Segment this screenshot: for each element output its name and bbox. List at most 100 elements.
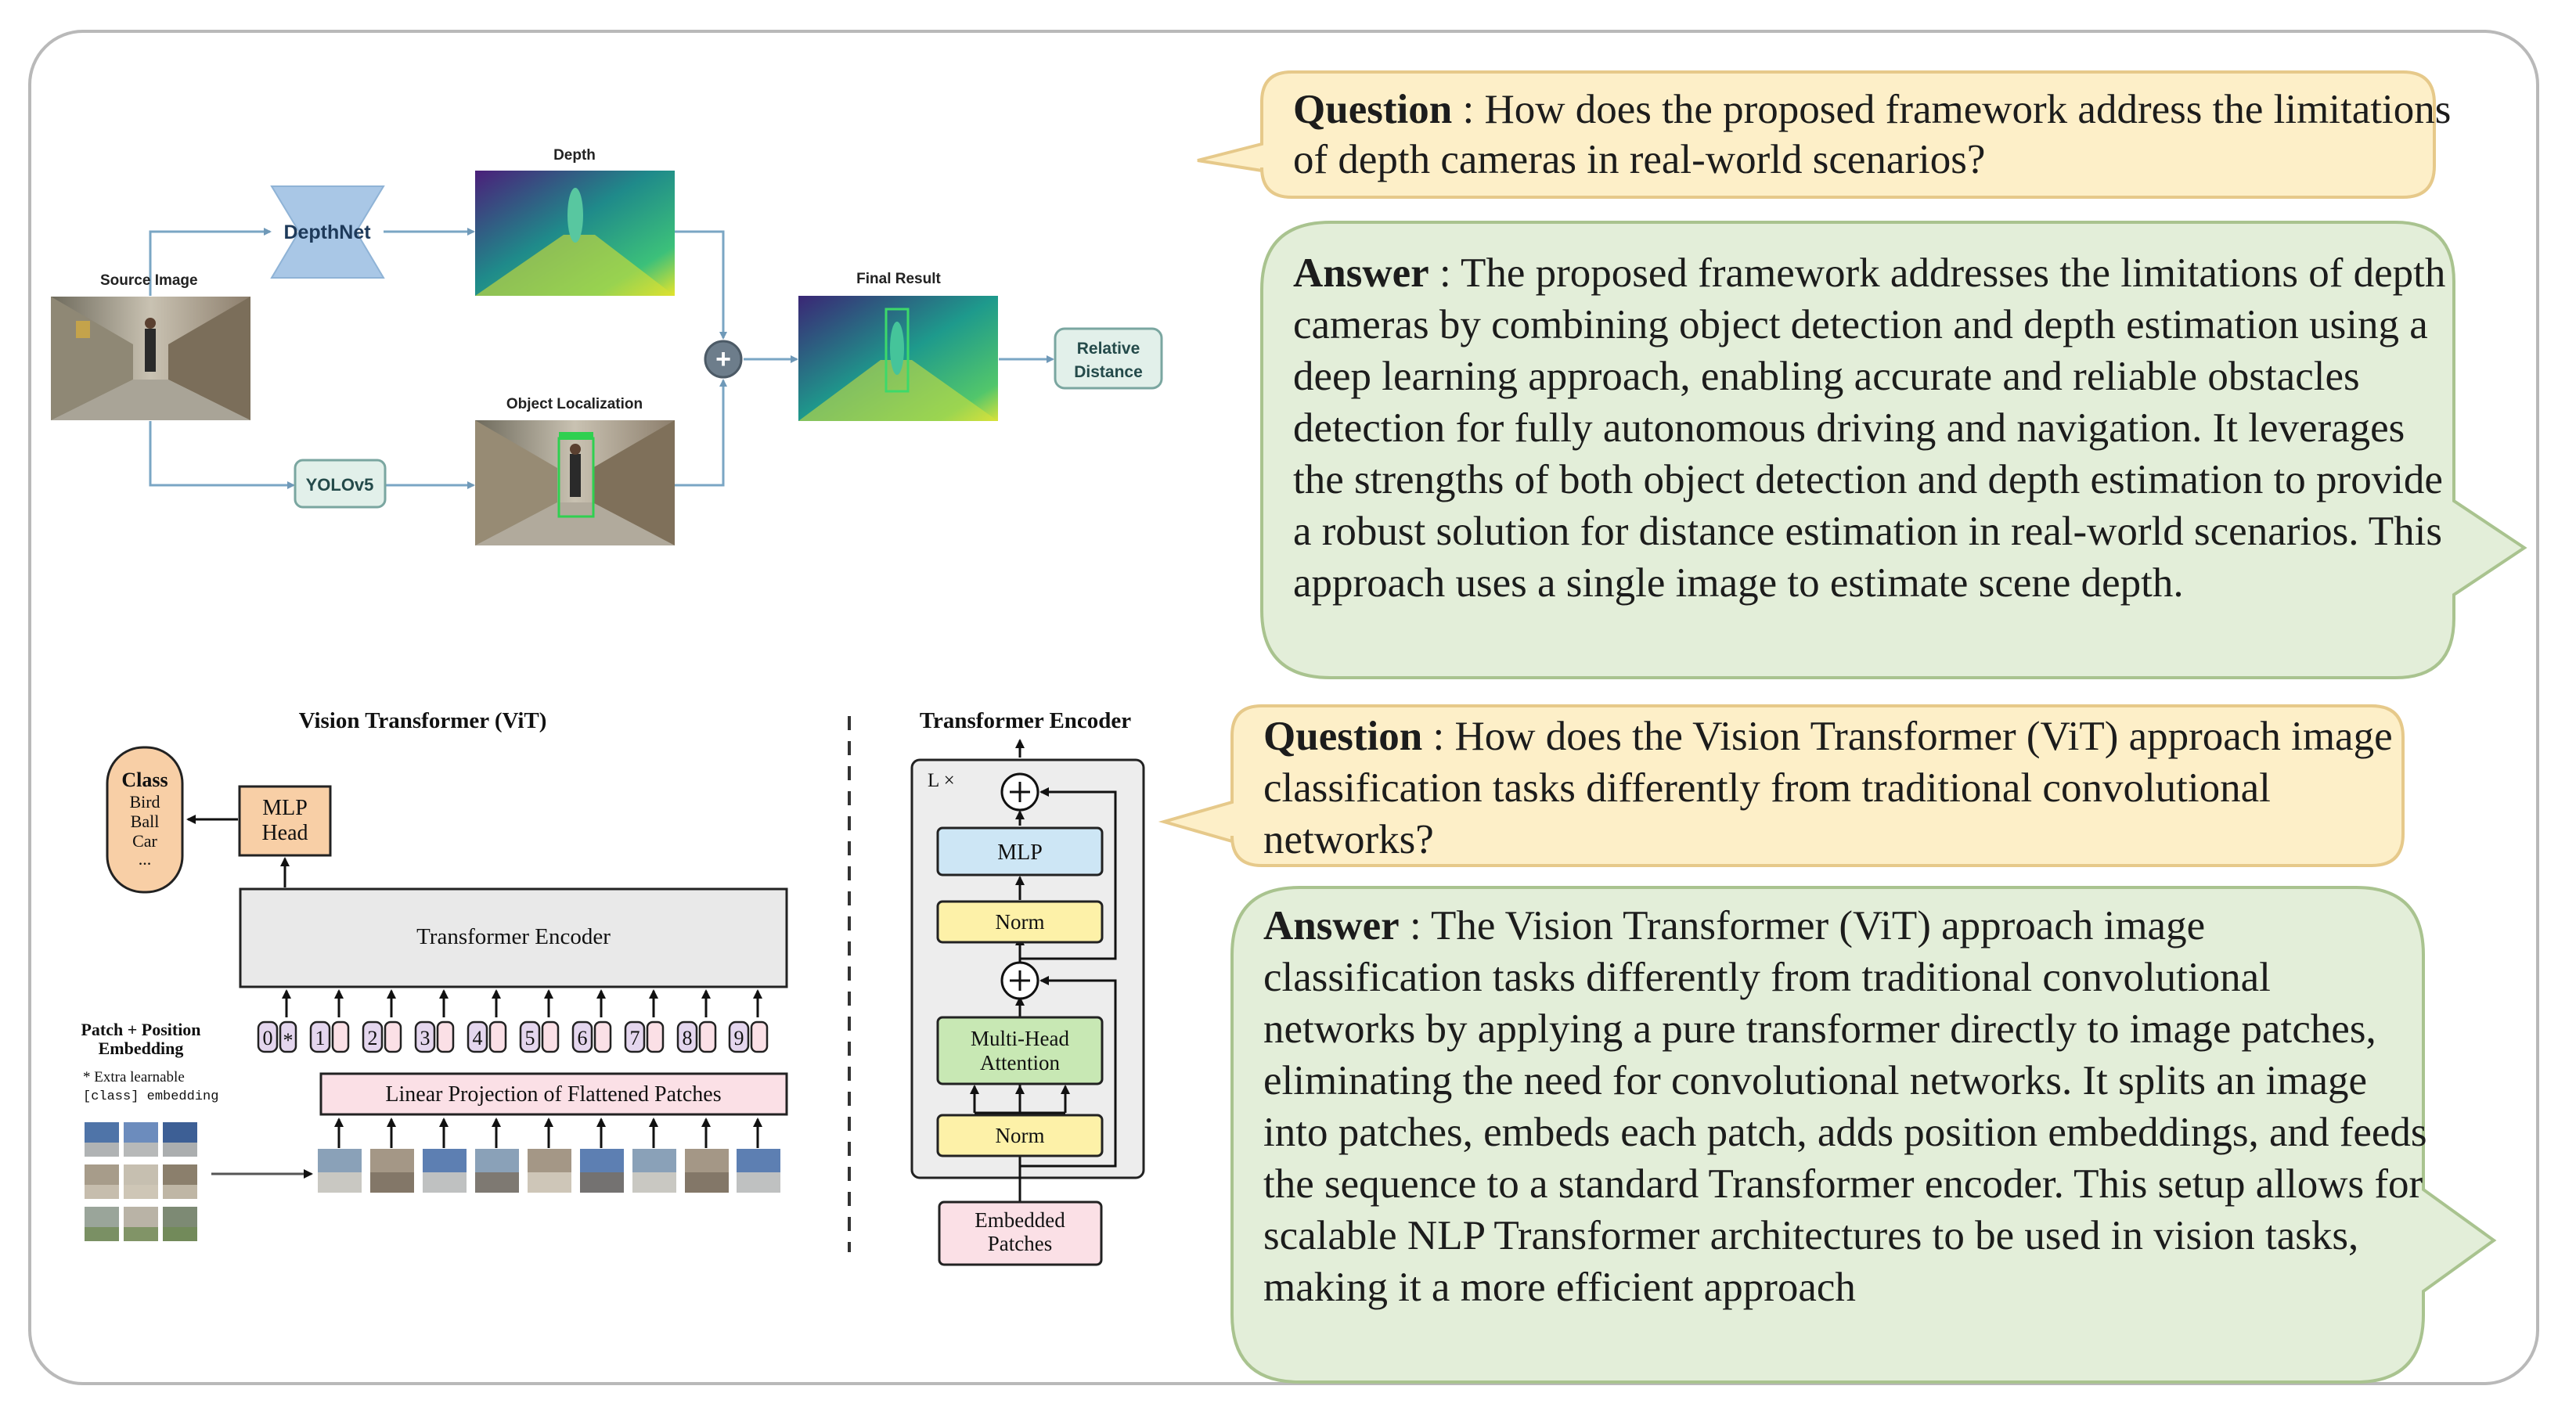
- extra-note-line2: [class] embedding: [83, 1089, 218, 1104]
- source-to-yolo-arrow: [149, 421, 295, 489]
- depth-label: Depth: [553, 147, 596, 164]
- relative-distance-line2: Distance: [1074, 363, 1143, 381]
- position-number: 3: [420, 1027, 431, 1049]
- position-embedding-token: [624, 1020, 646, 1053]
- patch-thumbnail-detail: [423, 1172, 467, 1193]
- residual-path-lower: [1020, 976, 1117, 1168]
- vit-encoder-label: Transformer Encoder: [416, 924, 611, 949]
- answer-bubble-2: [1230, 886, 2497, 1384]
- patch-embedding-token: [541, 1020, 560, 1053]
- answer-2-text: Answer : The Vision Transformer (ViT) ap…: [1263, 903, 2427, 1310]
- patch-thumbnail-detail: [632, 1172, 676, 1193]
- depth-pipeline: Source Image DepthNet Depth + Fi: [51, 147, 1163, 545]
- patch-embedding-token: [593, 1020, 612, 1053]
- outer-frame: [28, 30, 2539, 1385]
- localization-to-plus-arrow: [675, 379, 727, 487]
- mlp-head-box: MLP Head: [238, 785, 332, 857]
- yolo-box: YOLOv5: [294, 459, 387, 509]
- embedded-line1: Embedded: [975, 1208, 1065, 1232]
- question-bubble-2: [1158, 704, 2405, 867]
- answer-1-text: Answer : The proposed framework addresse…: [1293, 250, 2446, 606]
- class-item: Ball: [131, 812, 160, 831]
- source-grid-patch-detail: [85, 1143, 119, 1157]
- question-1-label: Question: [1293, 87, 1453, 132]
- source-to-depthnet-arrow: [149, 228, 272, 296]
- patch-embedding-token: [436, 1020, 455, 1053]
- encoder-detail-diagram: Transformer Encoder L ×: [910, 708, 1145, 1266]
- question-bubble-1: [1197, 70, 2436, 199]
- patch-embedding-line1: Patch + Position: [81, 1020, 200, 1039]
- position-number: 4: [473, 1027, 483, 1049]
- embedded-line2: Patches: [988, 1232, 1052, 1255]
- yolo-label: YOLOv5: [306, 475, 374, 495]
- encoder-attention-box: Multi-Head Attention: [936, 1016, 1104, 1085]
- patch-embedding-token: [698, 1020, 717, 1053]
- relative-distance-line1: Relative: [1077, 340, 1140, 358]
- source-image-photo: [51, 297, 250, 420]
- encoder-mlp-box: MLP: [936, 826, 1104, 876]
- class-token: [279, 1020, 297, 1053]
- answer-1-body: The proposed framework addresses the lim…: [1293, 250, 2446, 606]
- source-grid-patch-detail: [124, 1143, 158, 1157]
- patch-thumbnail-detail: [370, 1172, 414, 1193]
- position-embedding-token: [728, 1020, 750, 1053]
- linear-projection-label: Linear Projection of Flattened Patches: [385, 1082, 721, 1107]
- encoder-mlp-label: MLP: [997, 840, 1043, 865]
- position-number: 0: [263, 1027, 273, 1049]
- depth-to-plus-arrow: [675, 230, 727, 340]
- depthnet-block: DepthNet: [270, 185, 385, 279]
- mlp-head-line2: Head: [261, 821, 308, 845]
- patch-embedding-token: [384, 1020, 402, 1053]
- position-embedding-token: [309, 1020, 331, 1053]
- class-item: Car: [132, 831, 157, 851]
- object-localization-image: [475, 420, 675, 545]
- patch-thumbnail-detail: [580, 1172, 624, 1193]
- patch-embedding-token: [488, 1020, 507, 1053]
- source-grid-patch-detail: [85, 1185, 119, 1199]
- class-item: Bird: [129, 792, 160, 812]
- extra-note-line1: * Extra learnable: [83, 1069, 185, 1085]
- patch-embedding-token: [646, 1020, 665, 1053]
- source-grid-patch-detail: [163, 1185, 197, 1199]
- source-grid-patch-detail: [85, 1227, 119, 1241]
- answer-2-label: Answer: [1263, 903, 1400, 948]
- patch-embedding-token: [331, 1020, 350, 1053]
- object-localization-label: Object Localization: [506, 396, 643, 412]
- patch-thumbnail-detail: [528, 1172, 571, 1193]
- position-embedding-token: [676, 1020, 698, 1053]
- question-2-label: Question: [1263, 714, 1423, 759]
- source-grid-patch-detail: [124, 1185, 158, 1199]
- encoder-norm-top-label: Norm: [996, 910, 1045, 934]
- residual-add-top: [1000, 772, 1039, 812]
- residual-path-upper: [1020, 787, 1117, 960]
- class-token-marker: *: [283, 1029, 294, 1052]
- answer-bubble-1: [1260, 221, 2527, 679]
- position-number: 8: [683, 1027, 693, 1049]
- patch-thumbnail-detail: [318, 1172, 362, 1193]
- depthnet-label: DepthNet: [283, 221, 371, 243]
- final-result-image: [798, 296, 998, 421]
- position-embedding-token: [414, 1020, 436, 1053]
- encoder-attention-line1: Multi-Head: [971, 1027, 1069, 1050]
- vit-transformer-encoder-box: Transformer Encoder: [239, 887, 788, 988]
- source-image-label: Source Image: [100, 272, 198, 289]
- question-1-body: How does the proposed framework address …: [1293, 87, 2452, 182]
- patch-embedding-token: [750, 1020, 769, 1053]
- repeat-label: L ×: [928, 770, 955, 791]
- answer-2-body: The Vision Transformer (ViT) approach im…: [1263, 903, 2427, 1310]
- patch-thumbnail-detail: [475, 1172, 519, 1193]
- source-grid-patch-detail: [124, 1227, 158, 1241]
- patch-thumbnail-detail: [737, 1172, 780, 1193]
- position-number: 7: [630, 1027, 640, 1049]
- fusion-plus-node: +: [704, 340, 743, 379]
- position-number: 5: [525, 1027, 535, 1049]
- position-embedding-token: [519, 1020, 541, 1053]
- encoder-norm-bottom-label: Norm: [996, 1124, 1045, 1147]
- position-embedding-token: [257, 1020, 279, 1053]
- position-embedding-token: [571, 1020, 593, 1053]
- vit-title: Vision Transformer (ViT): [299, 708, 547, 733]
- question-2-body: How does the Vision Transformer (ViT) ap…: [1263, 714, 2393, 862]
- encoder-attention-line2: Attention: [980, 1051, 1060, 1074]
